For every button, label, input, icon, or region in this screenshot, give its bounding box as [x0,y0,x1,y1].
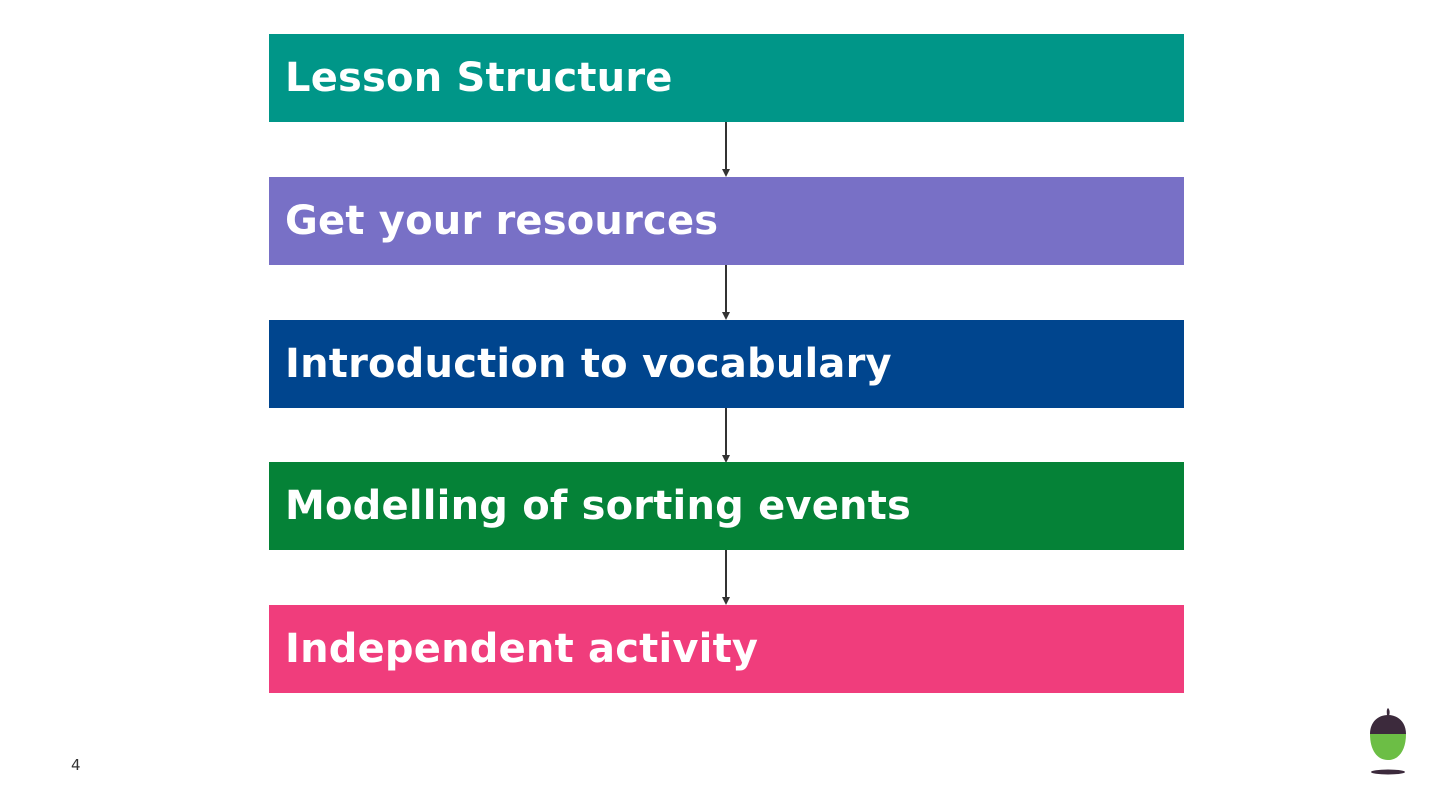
connector-arrow [722,265,730,320]
step-modelling-of-sorting-events: Modelling of sorting events [269,462,1184,550]
step-lesson-structure: Lesson Structure [269,34,1184,122]
step-introduction-to-vocabulary: Introduction to vocabulary [269,320,1184,408]
step-label: Get your resources [285,198,719,244]
step-label: Lesson Structure [285,55,673,101]
step-label: Independent activity [285,626,759,672]
step-get-your-resources: Get your resources [269,177,1184,265]
step-label: Modelling of sorting events [285,483,912,529]
connector-arrow [722,408,730,463]
connector-arrow [722,550,730,605]
connector-arrow [722,122,730,177]
page-number: 4 [71,756,81,774]
acorn-icon [1370,708,1406,775]
step-independent-activity: Independent activity [269,605,1184,693]
step-label: Introduction to vocabulary [285,341,892,387]
